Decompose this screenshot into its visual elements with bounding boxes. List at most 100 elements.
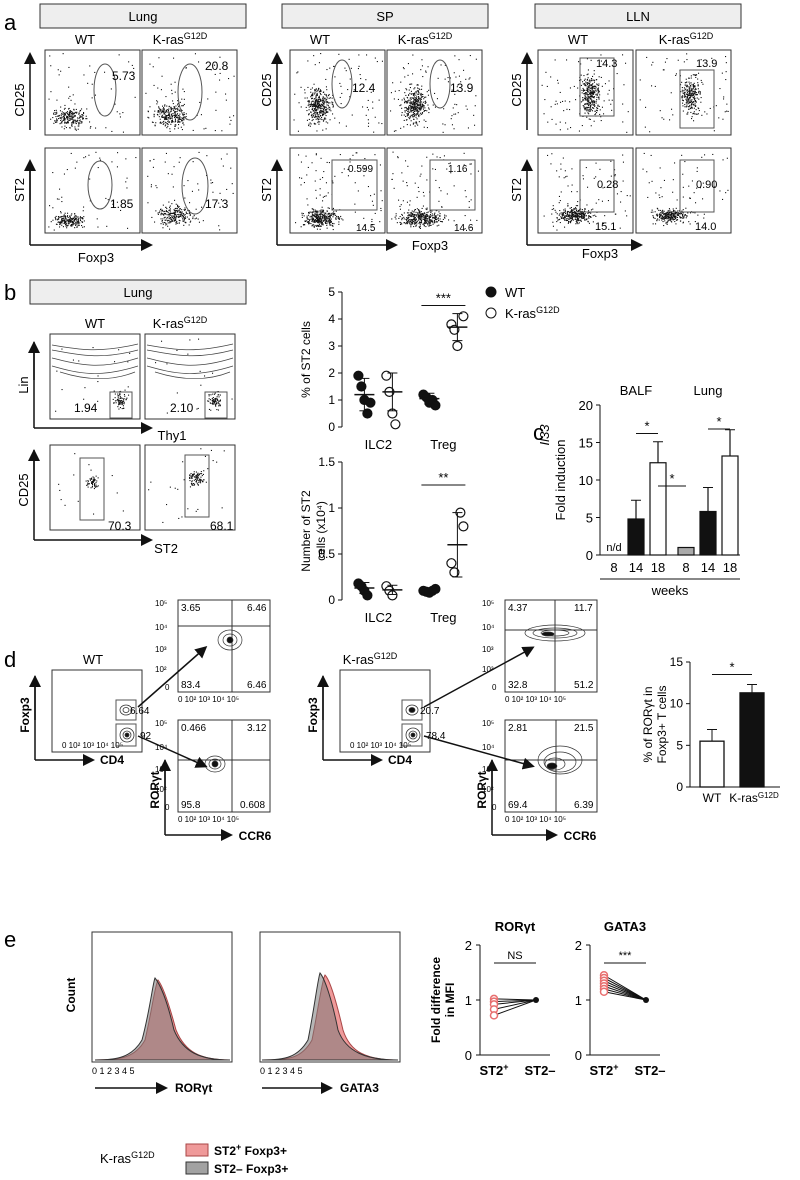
dot xyxy=(577,213,579,215)
dot xyxy=(695,94,697,96)
dot xyxy=(584,78,586,80)
dot xyxy=(317,101,319,103)
dot xyxy=(64,121,66,123)
dot xyxy=(97,375,99,377)
dot xyxy=(412,214,414,216)
dot xyxy=(663,210,665,212)
dot xyxy=(306,221,308,223)
dot xyxy=(55,109,57,111)
dot xyxy=(198,474,200,476)
dot xyxy=(563,218,565,220)
dot xyxy=(414,213,416,215)
dot xyxy=(179,118,181,120)
dot xyxy=(420,69,422,71)
dot xyxy=(67,215,69,217)
dot xyxy=(70,221,72,223)
dot xyxy=(172,216,174,218)
dot xyxy=(64,114,66,116)
legend-kras: K-rasG12D xyxy=(505,305,560,321)
dot xyxy=(723,98,725,100)
dot xyxy=(574,213,576,215)
dot xyxy=(93,488,95,490)
dot xyxy=(406,119,408,121)
dot xyxy=(157,110,159,112)
dot xyxy=(467,127,469,129)
gate-value: 0.28 xyxy=(597,179,618,191)
dot xyxy=(195,208,197,210)
panel-b-letter: b xyxy=(4,280,16,305)
dot xyxy=(172,215,174,217)
dot xyxy=(311,98,313,100)
dot xyxy=(698,98,700,100)
dot xyxy=(556,221,558,223)
dot xyxy=(661,217,663,219)
y-tick-label: 1 xyxy=(575,993,582,1008)
dot xyxy=(599,113,601,115)
dot xyxy=(622,161,624,163)
dot xyxy=(410,105,412,107)
dot xyxy=(66,122,68,124)
dot xyxy=(198,189,200,191)
dot xyxy=(157,101,159,103)
dot xyxy=(345,125,347,127)
dot xyxy=(415,225,417,227)
x-axis-label: GATA3 xyxy=(340,1081,379,1095)
dot xyxy=(54,110,56,112)
dot xyxy=(561,214,563,216)
dot xyxy=(212,372,214,374)
y-axis-label: in MFI xyxy=(443,983,457,1018)
dot xyxy=(660,217,662,219)
dot xyxy=(322,113,324,115)
dot xyxy=(604,215,606,217)
dot xyxy=(332,102,334,104)
dot xyxy=(182,213,184,215)
dot xyxy=(659,110,661,112)
data-point-st2neg xyxy=(643,997,649,1003)
dot xyxy=(569,207,571,209)
dot xyxy=(317,221,319,223)
y-tick-label: 5 xyxy=(328,285,335,299)
dot xyxy=(155,122,157,124)
dot xyxy=(357,190,359,192)
dot xyxy=(416,109,418,111)
dot xyxy=(327,101,329,103)
dot xyxy=(565,122,567,124)
dot xyxy=(696,187,698,189)
dot xyxy=(679,220,681,222)
dot xyxy=(665,214,667,216)
dot xyxy=(316,221,318,223)
dot xyxy=(64,113,66,115)
dot xyxy=(407,222,409,224)
dot xyxy=(64,122,66,124)
dot xyxy=(185,217,187,219)
dot xyxy=(416,99,418,101)
dot xyxy=(567,128,569,130)
dot xyxy=(444,214,446,216)
dot xyxy=(687,101,689,103)
dot xyxy=(584,219,586,221)
dot xyxy=(319,107,321,109)
dot xyxy=(198,338,200,340)
y-axis-label: % of RORγt in xyxy=(641,686,655,762)
dot xyxy=(311,108,313,110)
dot xyxy=(316,112,318,114)
dot xyxy=(416,223,418,225)
dot xyxy=(571,212,573,214)
y-axis-label: % of ST2 cells xyxy=(299,321,313,398)
dot xyxy=(453,72,455,74)
dot xyxy=(193,476,195,478)
dot xyxy=(118,402,120,404)
dot xyxy=(695,113,697,115)
dot xyxy=(413,214,415,216)
dot xyxy=(79,217,81,219)
dot xyxy=(72,121,74,123)
dot xyxy=(681,154,683,156)
dot xyxy=(420,95,422,97)
dot xyxy=(61,222,63,224)
dot xyxy=(307,104,309,106)
dot xyxy=(307,60,309,62)
dot xyxy=(584,109,586,111)
dot xyxy=(659,212,661,214)
dot xyxy=(417,112,419,114)
dot xyxy=(690,212,692,214)
